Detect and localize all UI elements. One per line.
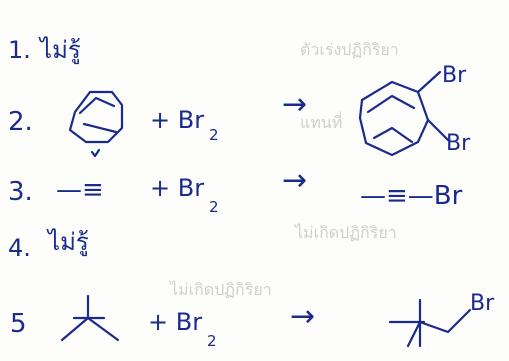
line-3-reactant: —≡ bbox=[56, 175, 104, 205]
dibromo-ring-product-drawing bbox=[358, 70, 450, 157]
line-4-text: ไม่รู้ bbox=[46, 228, 89, 257]
bleed-through-text-4: ไม่เกิดปฏิกิริยา bbox=[168, 280, 272, 299]
answer-line-1: 1. ไม่รู้ bbox=[8, 36, 81, 65]
line-5-product-label-br: Br bbox=[470, 291, 495, 316]
benzene-ring-drawing bbox=[68, 90, 124, 158]
line-2-subscript: 2 bbox=[209, 126, 219, 144]
line-2-number: 2. bbox=[8, 107, 33, 137]
line-3-arrow: → bbox=[282, 163, 307, 198]
line-5-arrow: → bbox=[290, 299, 315, 334]
line-1-text: ไม่รู้ bbox=[38, 36, 81, 65]
product-label-br-bottom: Br bbox=[446, 131, 471, 156]
line-5-reagent: + Br bbox=[148, 308, 202, 336]
line-1-number: 1. bbox=[8, 36, 31, 64]
line-3-reagent: + Br bbox=[150, 174, 204, 202]
line-4-number: 4. bbox=[8, 234, 31, 262]
bleed-through-text-2: แทนที่ bbox=[300, 111, 342, 132]
line-5-subscript: 2 bbox=[207, 332, 217, 350]
answer-line-3: 3. —≡ + Br 2 → —≡—Br bbox=[8, 163, 463, 216]
line-2-reagent: + Br bbox=[150, 106, 204, 134]
answer-line-4: 4. ไม่รู้ bbox=[8, 228, 89, 262]
line-5-number: 5 bbox=[10, 309, 27, 339]
line-3-subscript: 2 bbox=[209, 198, 219, 216]
answer-line-2: 2. + Br 2 → Br Br bbox=[8, 63, 471, 158]
line-3-product: —≡—Br bbox=[360, 181, 463, 211]
answer-line-5: 5 + Br 2 → Br bbox=[10, 291, 495, 350]
product-label-br-top: Br bbox=[442, 63, 467, 88]
line-3-number: 3. bbox=[8, 177, 33, 207]
bleed-through-text-3: ไม่เกิดปฏิกิริยา bbox=[293, 223, 397, 242]
line-2-arrow: → bbox=[282, 87, 307, 122]
bromo-neopentane-product-drawing bbox=[388, 298, 472, 348]
bleed-through-text-1: ตัวเร่งปฏิกิริยา bbox=[300, 40, 399, 59]
neopentane-skeleton-drawing bbox=[60, 294, 120, 342]
